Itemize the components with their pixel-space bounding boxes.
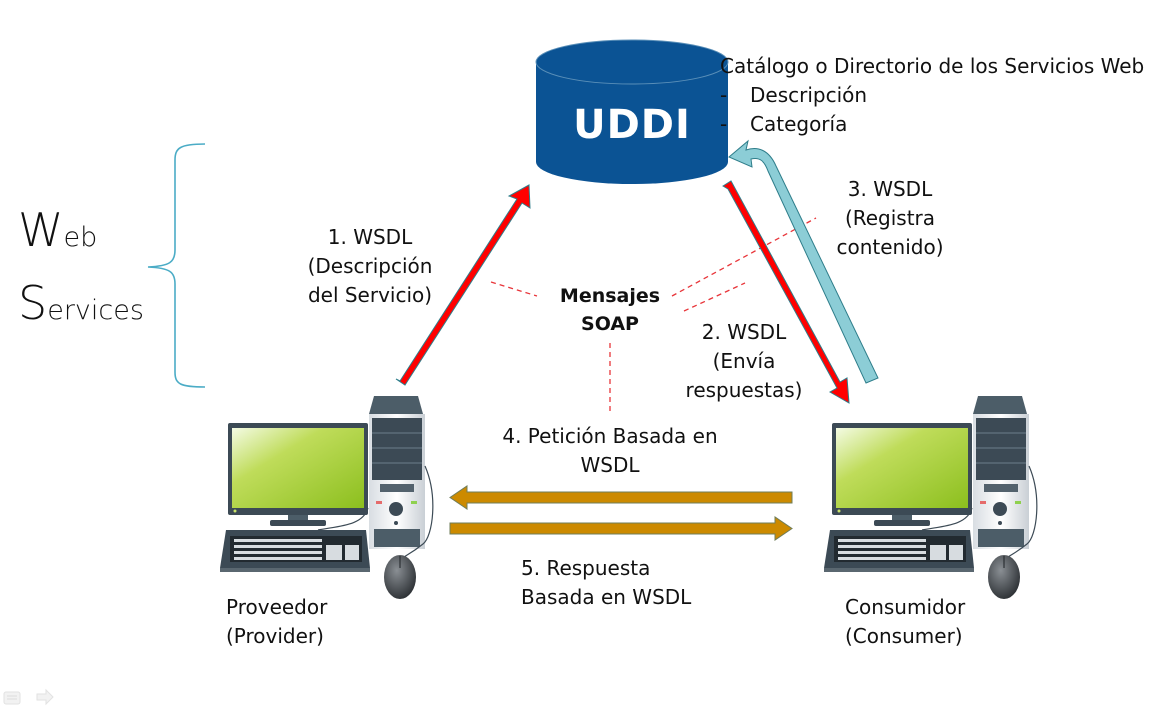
catalog-item: -Descripción	[720, 83, 868, 107]
arrow-step3-consumer-to-uddi	[728, 139, 879, 384]
catalog-description: Catálogo o Directorio de los Servicios W…	[720, 52, 1144, 139]
consumer-computer-icon	[824, 396, 1038, 599]
step2-label: 2. WSDL (Envía respuestas)	[685, 320, 803, 402]
arrow-step5-response	[449, 516, 793, 541]
next-arrow-icon[interactable]	[36, 688, 54, 706]
title-rest-ervices: ervices	[47, 295, 144, 326]
catalog-item: -Categoría	[720, 112, 848, 136]
title-initial-s: S	[18, 276, 48, 330]
step5-label: 5. Respuesta Basada en WSDL	[521, 556, 692, 609]
uddi-database-icon	[535, 39, 729, 184]
consumer-label: Consumidor (Consumer)	[845, 595, 966, 648]
title-initial-w: W	[18, 203, 64, 257]
arrow-step1-provider-to-uddi	[395, 184, 531, 386]
provider-label: Proveedor (Provider)	[226, 595, 328, 648]
step1-label: 1. WSDL (Descripción del Servicio)	[307, 225, 433, 307]
web-services-title: Web Services	[18, 204, 144, 340]
arrow-step4-request	[449, 485, 793, 510]
catalog-heading: Catálogo o Directorio de los Servicios W…	[720, 54, 1145, 78]
arrow-step2-uddi-to-consumer	[722, 180, 850, 404]
provider-computer-icon	[220, 396, 434, 599]
menu-icon[interactable]	[3, 691, 21, 705]
soap-dashed-lines	[490, 217, 817, 412]
soap-messages-label: Mensajes SOAP	[559, 285, 661, 335]
uddi-label: UDDI	[573, 102, 691, 148]
brace	[147, 143, 206, 388]
title-rest-eb: eb	[63, 222, 98, 253]
step4-label: 4. Petición Basada en WSDL	[502, 424, 718, 477]
step3-label: 3. WSDL (Registra contenido)	[836, 177, 944, 259]
